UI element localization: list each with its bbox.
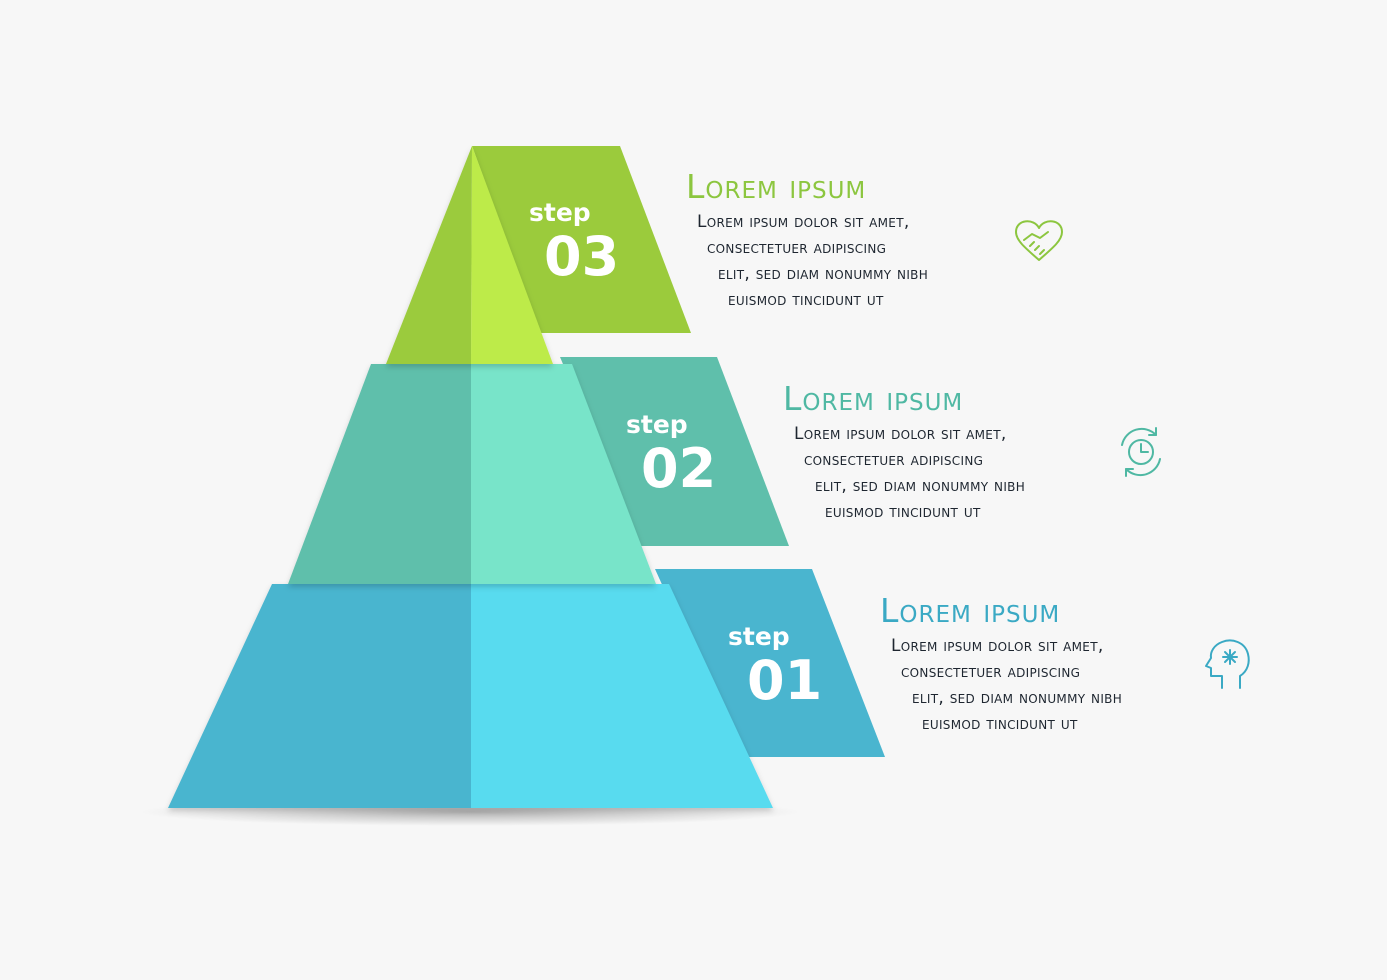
step-1-tab [655,569,885,757]
step-2-number: 02 [641,437,716,500]
step-1-line-4: euismod tincidunt ut [922,714,1078,734]
step-3-title: Lorem ipsum [686,167,867,206]
tier-1-right-face [471,584,773,808]
step-3-tab [472,146,691,333]
tier-2 [288,364,656,584]
tier-1-left-face [168,584,471,808]
tier-2-left-face [288,364,471,584]
step-3-label: step [529,198,591,227]
step-3-text-block: Lorem ipsum Lorem ipsum dolor sit amet, … [686,167,1106,313]
step-2-tab [560,357,789,546]
step-2-text-block: Lorem ipsum Lorem ipsum dolor sit amet, … [783,379,1203,525]
step-1-text-block: Lorem ipsum Lorem ipsum dolor sit amet, … [880,591,1300,737]
step-3-line-4: euismod tincidunt ut [728,290,884,310]
step-1-line-2: consectetuer adipiscing [901,662,1081,682]
step-1-number: 01 [747,649,822,712]
step-2-label: step [626,410,688,439]
step-2-line-2: consectetuer adipiscing [804,450,984,470]
step-2-line-1: Lorem ipsum dolor sit amet, [794,424,1007,444]
handshake-heart-icon [1015,220,1063,261]
step-1-line-3: elit, sed diam nonummy nibh [912,688,1123,708]
tier-3 [386,146,553,364]
step-1-line-1: Lorem ipsum dolor sit amet, [891,636,1104,656]
step-2-line-4: euismod tincidunt ut [825,502,981,522]
head-idea-icon [1205,639,1250,689]
step-1-label: step [728,622,790,651]
step-2-title: Lorem ipsum [783,379,964,418]
step-3-line-2: consectetuer adipiscing [707,238,887,258]
tier-1 [168,584,773,808]
tier-3-right-face [471,146,553,364]
step-3-line-1: Lorem ipsum dolor sit amet, [697,212,910,232]
tier-2-right-face [471,364,656,584]
step-3-number: 03 [544,225,619,288]
tier-3-left-face [386,146,472,364]
step-1-title: Lorem ipsum [880,591,1061,630]
clock-refresh-icon [1121,427,1161,477]
step-3-line-3: elit, sed diam nonummy nibh [718,264,929,284]
step-2-line-3: elit, sed diam nonummy nibh [815,476,1026,496]
